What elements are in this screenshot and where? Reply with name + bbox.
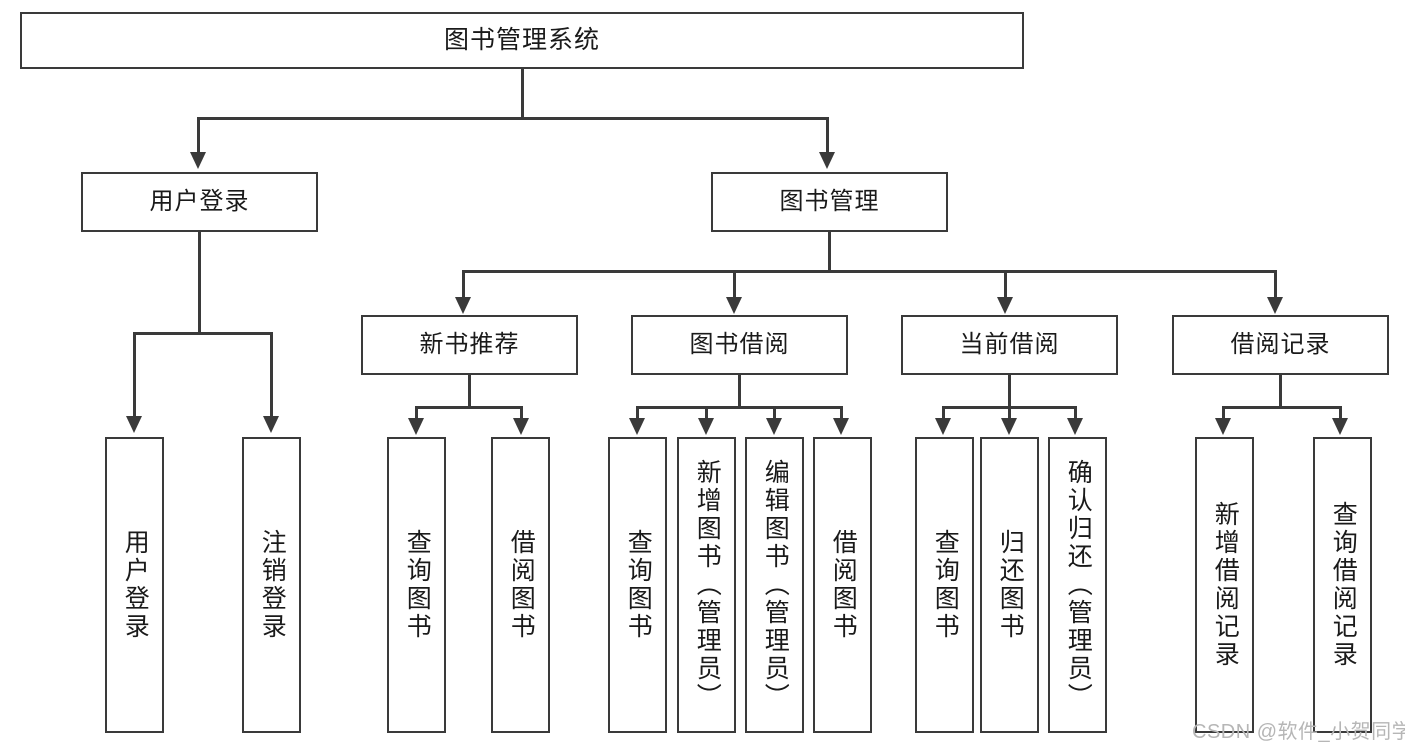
node-label: 查询图书 <box>931 529 960 641</box>
leaf-edit-book-admin[interactable]: 编辑图书（管理员） <box>745 437 804 733</box>
node-label: 图书管理 <box>779 187 880 215</box>
watermark-text: CSDN @软件_小贺同学 <box>1192 721 1405 743</box>
connector-cb-stem <box>1008 375 1011 408</box>
node-current-borrow[interactable]: 当前借阅 <box>901 315 1118 375</box>
node-label: 当前借阅 <box>959 330 1060 358</box>
node-user-login[interactable]: 用户登录 <box>81 172 318 232</box>
node-label: 查询借阅记录 <box>1329 501 1358 669</box>
arrow-to-leaf-user-login <box>126 416 142 433</box>
connector-cb-drop-2 <box>1008 406 1011 419</box>
connector-bb-stem <box>738 375 741 408</box>
node-label: 归还图书 <box>996 529 1025 641</box>
arrow-to-cb-leaf-2 <box>1001 418 1017 435</box>
connector-bm-drop-3 <box>1004 270 1007 298</box>
node-label: 用户登录 <box>121 529 150 641</box>
arrow-to-current-borrow <box>997 297 1013 314</box>
arrow-to-new-book-recommend <box>455 297 471 314</box>
connector-cb-drop-3 <box>1074 406 1077 419</box>
connector-br-drop-2 <box>1339 406 1342 419</box>
connector-root-stem <box>521 69 524 117</box>
node-label: 用户登录 <box>149 187 250 215</box>
arrow-to-bb-leaf-2 <box>698 418 714 435</box>
arrow-to-borrow-record <box>1267 297 1283 314</box>
arrow-to-bb-leaf-3 <box>766 418 782 435</box>
leaf-add-borrow-record[interactable]: 新增借阅记录 <box>1195 437 1254 733</box>
node-book-borrow[interactable]: 图书借阅 <box>631 315 848 375</box>
connector-bb-drop-2 <box>705 406 708 419</box>
leaf-query-book-bb[interactable]: 查询图书 <box>608 437 667 733</box>
leaf-user-login[interactable]: 用户登录 <box>105 437 164 733</box>
connector-nbr-drop-2 <box>520 406 523 419</box>
connector-nbr-drop-1 <box>415 406 418 419</box>
node-label: 借阅记录 <box>1230 330 1331 358</box>
node-borrow-record[interactable]: 借阅记录 <box>1172 315 1389 375</box>
arrow-to-nbr-leaf-1 <box>408 418 424 435</box>
arrow-to-cb-leaf-3 <box>1067 418 1083 435</box>
connector-bb-drop-1 <box>636 406 639 419</box>
arrow-to-br-leaf-2 <box>1332 418 1348 435</box>
leaf-confirm-return-admin[interactable]: 确认归还（管理员） <box>1048 437 1107 733</box>
node-label: 查询图书 <box>403 529 432 641</box>
connector-root-bar <box>197 117 829 120</box>
connector-book-management-bar <box>462 270 1277 273</box>
connector-bm-drop-1 <box>462 270 465 298</box>
connector-nbr-stem <box>468 375 471 408</box>
node-label: 编辑图书（管理员） <box>761 459 790 711</box>
node-label: 确认归还（管理员） <box>1064 459 1093 711</box>
node-root-system[interactable]: 图书管理系统 <box>20 12 1024 69</box>
leaf-borrow-book-bb[interactable]: 借阅图书 <box>813 437 872 733</box>
leaf-add-book-admin[interactable]: 新增图书（管理员） <box>677 437 736 733</box>
node-label: 图书借阅 <box>689 330 790 358</box>
node-label: 查询图书 <box>624 529 653 641</box>
arrow-to-bb-leaf-4 <box>833 418 849 435</box>
connector-book-management-stem <box>828 232 831 272</box>
connector-bm-drop-4 <box>1274 270 1277 298</box>
arrow-to-nbr-leaf-2 <box>513 418 529 435</box>
connector-bb-drop-3 <box>773 406 776 419</box>
connector-br-stem <box>1279 375 1282 408</box>
connector-cb-drop-1 <box>942 406 945 419</box>
connector-root-right-drop <box>826 117 829 153</box>
connector-bm-drop-2 <box>733 270 736 298</box>
node-label: 借阅图书 <box>829 529 858 641</box>
leaf-logout[interactable]: 注销登录 <box>242 437 301 733</box>
arrow-to-br-leaf-1 <box>1215 418 1231 435</box>
arrow-to-bb-leaf-1 <box>629 418 645 435</box>
connector-br-drop-1 <box>1222 406 1225 419</box>
connector-user-login-drop-1 <box>133 332 136 417</box>
leaf-query-book-nbr[interactable]: 查询图书 <box>387 437 446 733</box>
arrow-to-leaf-logout <box>263 416 279 433</box>
leaf-return-book[interactable]: 归还图书 <box>980 437 1039 733</box>
arrow-to-book-borrow <box>726 297 742 314</box>
leaf-query-borrow-record[interactable]: 查询借阅记录 <box>1313 437 1372 733</box>
connector-user-login-stem <box>198 232 201 334</box>
connector-root-left-drop <box>197 117 200 153</box>
leaf-borrow-book-nbr[interactable]: 借阅图书 <box>491 437 550 733</box>
node-label: 新书推荐 <box>419 330 520 358</box>
arrow-to-cb-leaf-1 <box>935 418 951 435</box>
connector-user-login-bar <box>133 332 273 335</box>
node-new-book-recommend[interactable]: 新书推荐 <box>361 315 578 375</box>
connector-br-bar <box>1222 406 1341 409</box>
node-label: 注销登录 <box>258 529 287 641</box>
node-label: 新增图书（管理员） <box>693 459 722 711</box>
arrow-to-user-login <box>190 152 206 169</box>
connector-bb-drop-4 <box>840 406 843 419</box>
connector-nbr-bar <box>415 406 523 409</box>
leaf-query-book-cb[interactable]: 查询图书 <box>915 437 974 733</box>
connector-user-login-drop-2 <box>270 332 273 417</box>
node-label: 新增借阅记录 <box>1211 501 1240 669</box>
node-label: 借阅图书 <box>507 529 536 641</box>
connector-bb-bar <box>636 406 843 409</box>
node-label: 图书管理系统 <box>443 25 600 54</box>
node-book-management[interactable]: 图书管理 <box>711 172 948 232</box>
arrow-to-book-management <box>819 152 835 169</box>
